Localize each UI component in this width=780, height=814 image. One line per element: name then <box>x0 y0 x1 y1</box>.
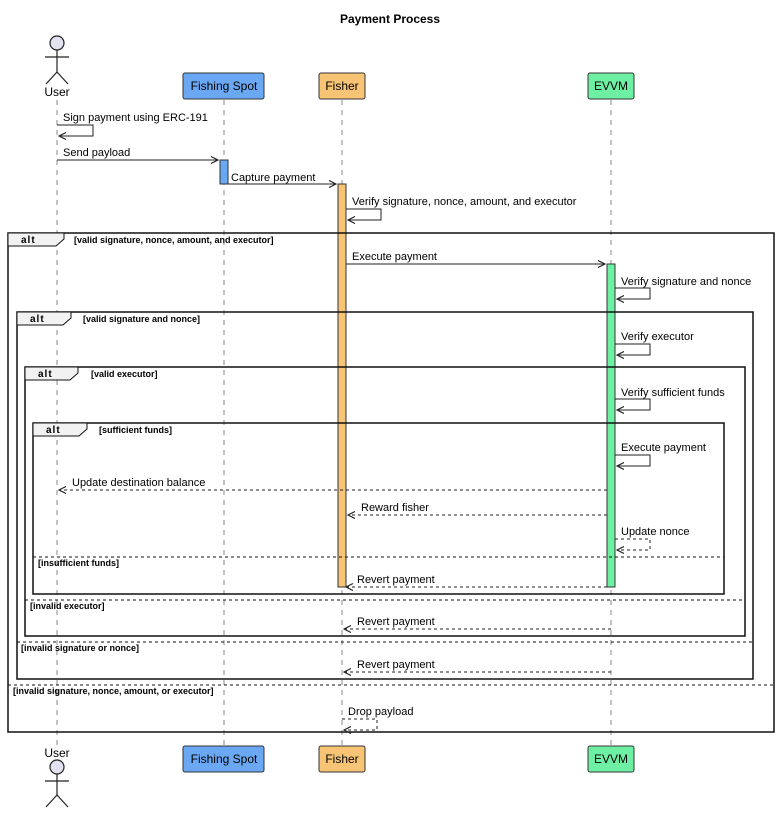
msg-verify-all-label: Verify signature, nonce, amount, and exe… <box>352 196 577 208</box>
msg-verify-funds-label: Verify sufficient funds <box>621 387 725 399</box>
alt-fragment-4-frame <box>32 422 725 595</box>
alt-fragment-3-tab <box>24 366 79 381</box>
msg-execute-payment-self-label: Execute payment <box>621 442 706 454</box>
participant-fisher-bottom-label: Fisher <box>325 752 358 766</box>
alt-fragment-4-else: [insufficient funds] <box>38 558 119 568</box>
alt-fragment-3-frame <box>24 366 746 637</box>
msg-verify-sig-nonce-arrow <box>615 287 651 299</box>
alt-fragment-4-tag: alt <box>46 425 61 436</box>
msg-update-balance-label: Update destination balance <box>72 477 205 489</box>
actor-head-icon <box>49 759 65 775</box>
alt-fragment-2-tag: alt <box>30 314 45 325</box>
alt-fragment-2-frame <box>16 311 754 680</box>
participant-user-label: User <box>44 85 69 99</box>
alt-fragment-1: alt [valid signature, nonce, amount, and… <box>7 232 775 733</box>
msg-execute-payment-self-arrow <box>615 454 651 466</box>
alt-fragment-3-tag: alt <box>38 369 53 380</box>
participant-fisher-bottom <box>318 745 366 773</box>
participant-evvm <box>587 72 635 100</box>
actor-head-icon <box>49 35 65 51</box>
msg-verify-all-arrow <box>346 208 382 220</box>
participant-fishing-spot <box>182 72 265 100</box>
msg-verify-executor-label: Verify executor <box>621 331 694 343</box>
alt-fragment-4-guard: [sufficient funds] <box>99 425 172 435</box>
participant-evvm-label: EVVM <box>594 79 628 93</box>
actor-user-top <box>45 35 69 85</box>
participant-fisher <box>318 72 366 100</box>
alt-fragment-3: alt [valid executor] [invalid executor] <box>24 366 746 637</box>
alt-fragment-1-guard: [valid signature, nonce, amount, and exe… <box>74 235 274 245</box>
participant-evvm-bottom-label: EVVM <box>594 752 628 766</box>
alt-fragment-4: alt [sufficient funds] [insufficient fun… <box>32 422 725 595</box>
fisher-activation <box>337 183 347 588</box>
msg-sign-payment-arrow <box>57 124 94 136</box>
msg-capture-payment-label: Capture payment <box>231 172 315 184</box>
fishing-spot-activation <box>219 159 229 185</box>
alt-fragment-4-tab <box>32 422 88 437</box>
participant-fisher-label: Fisher <box>325 79 358 93</box>
messages <box>57 124 651 466</box>
diagram-title: Payment Process <box>340 12 440 26</box>
alt-fragment-2-guard: [valid signature and nonce] <box>83 314 200 324</box>
alt-fragment-2-else: [invalid signature or nonce] <box>21 643 139 653</box>
msg-drop-payload-label: Drop payload <box>348 706 413 718</box>
msg-revert-3-label: Revert payment <box>357 659 435 671</box>
msg-verify-funds-arrow <box>615 398 651 410</box>
msg-update-nonce-arrow <box>615 538 651 550</box>
msg-revert-2-label: Revert payment <box>357 616 435 628</box>
alt-fragment-1-tag: alt <box>21 235 36 246</box>
reply-messages <box>59 490 651 730</box>
alt-fragment-1-frame <box>7 232 775 733</box>
msg-send-payload-label: Send payload <box>63 147 130 159</box>
participant-user-bottom-label: User <box>44 746 69 760</box>
msg-verify-sig-nonce-label: Verify signature and nonce <box>621 276 751 288</box>
msg-drop-payload-arrow <box>342 718 378 730</box>
alt-fragment-2-tab <box>16 311 72 326</box>
msg-reward-fisher-label: Reward fisher <box>361 502 429 514</box>
alt-fragment-1-tab <box>7 232 65 247</box>
msg-verify-executor-arrow <box>615 343 651 355</box>
msg-revert-1-label: Revert payment <box>357 574 435 586</box>
evvm-activation <box>606 263 616 588</box>
participant-evvm-bottom <box>587 745 635 773</box>
actor-user-bottom <box>45 759 69 808</box>
alt-fragment-3-guard: [valid executor] <box>91 369 158 379</box>
msg-execute-payment-label: Execute payment <box>352 251 437 263</box>
alt-fragment-3-else: [invalid executor] <box>30 601 105 611</box>
msg-update-nonce-label: Update nonce <box>621 526 690 538</box>
participant-fishing-spot-bottom-label: Fishing Spot <box>191 752 258 766</box>
alt-fragment-1-else: [invalid signature, nonce, amount, or ex… <box>13 686 214 696</box>
participant-fishing-spot-label: Fishing Spot <box>191 79 258 93</box>
msg-sign-payment-label: Sign payment using ERC-191 <box>63 112 208 124</box>
alt-fragment-2: alt [valid signature and nonce] [invalid… <box>16 311 754 680</box>
participant-fishing-spot-bottom <box>182 745 265 773</box>
